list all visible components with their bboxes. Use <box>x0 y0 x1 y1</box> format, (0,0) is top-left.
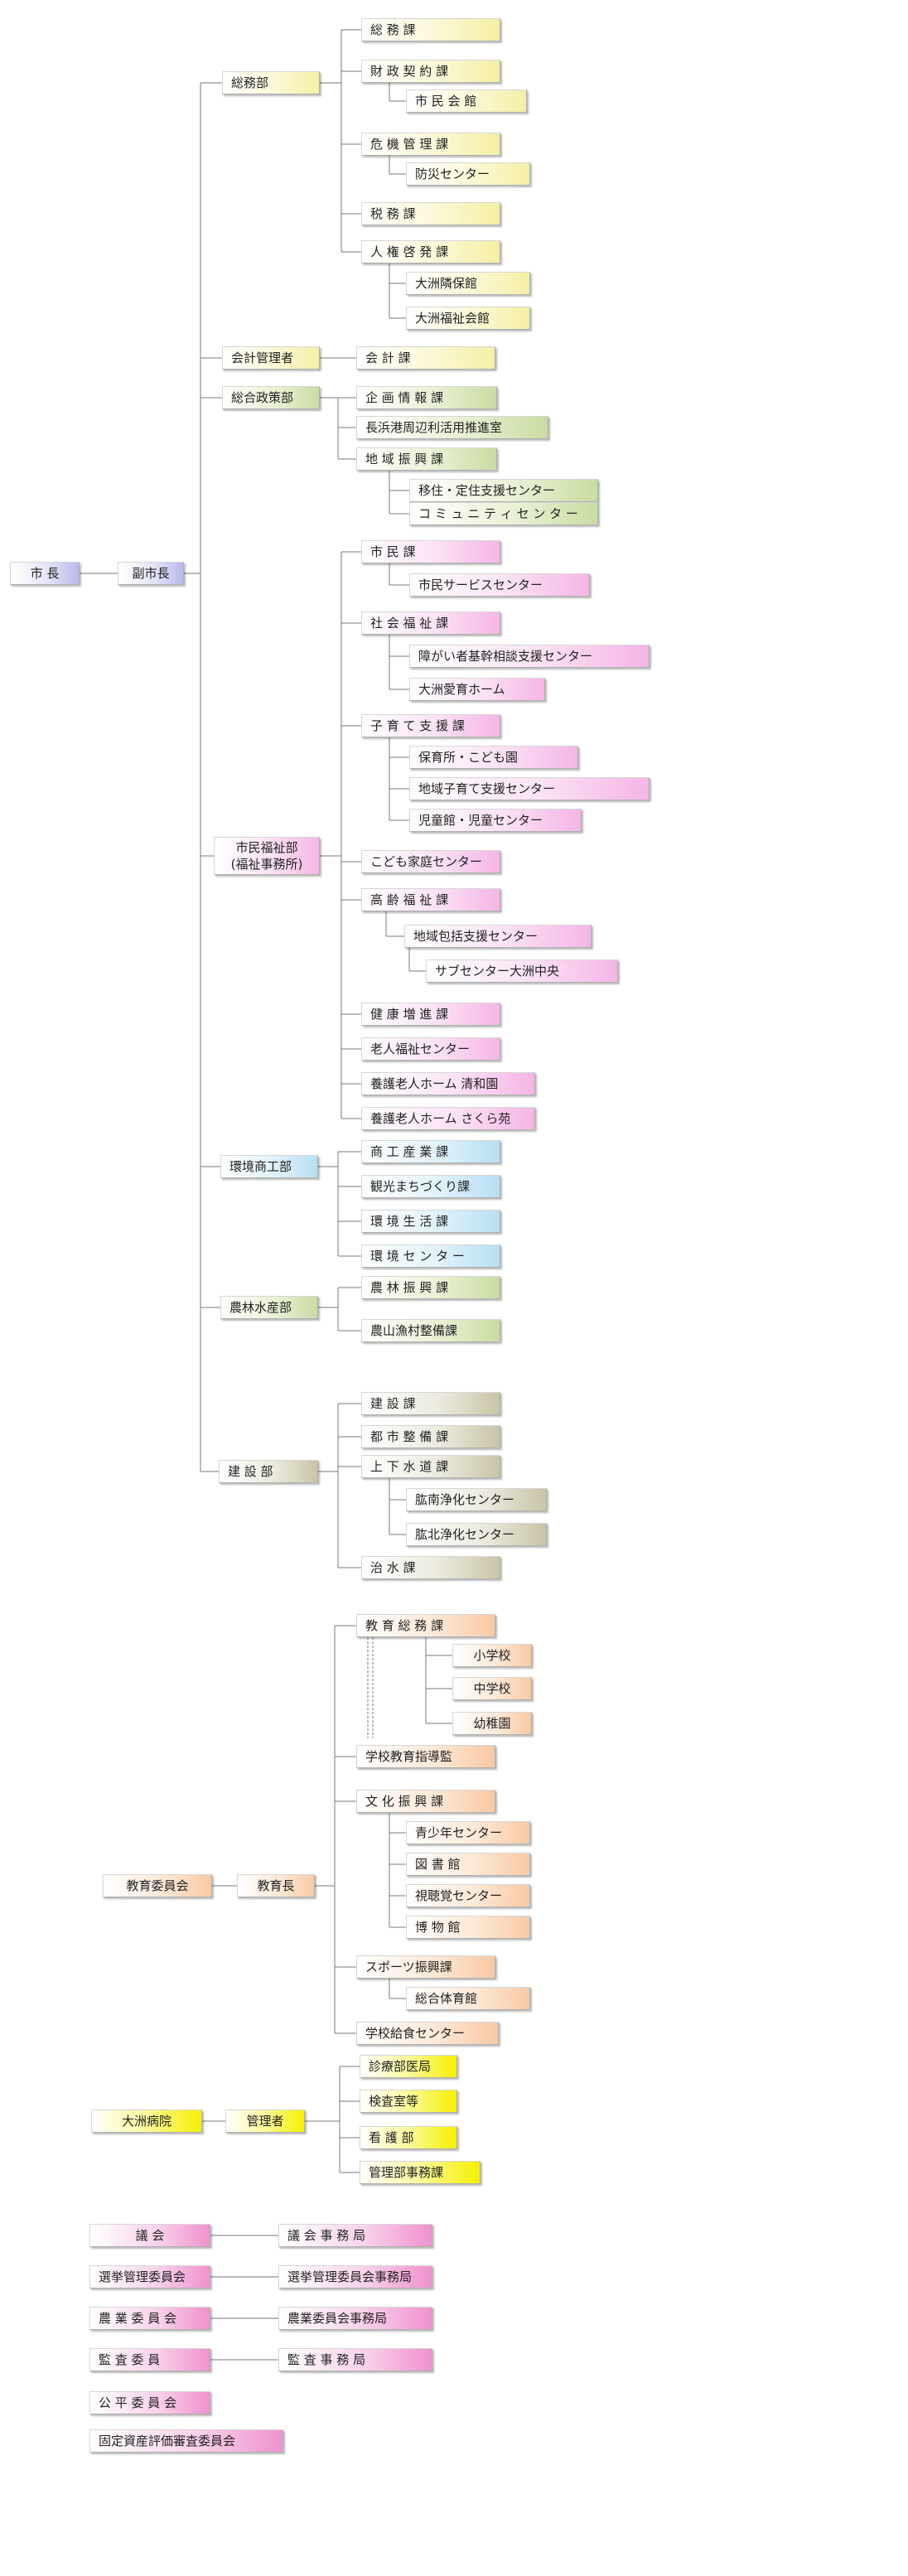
node-hijihoku-jouka: 肱北浄化センター <box>406 1523 547 1546</box>
node-vice-mayor: 副市長 <box>118 562 184 585</box>
node-jidokan: 児童館・児童センター <box>409 809 582 832</box>
node-sogo-dept: 総合政策部 <box>222 386 320 409</box>
node-yochien: 幼稚園 <box>452 1712 532 1735</box>
node-kankyo-seikatsu-ka: 環 境 生 活 課 <box>361 1210 500 1233</box>
node-zaisei-ka: 財 政 契 約 課 <box>361 60 500 83</box>
node-kikaku-ka: 企 画 情 報 課 <box>356 386 497 409</box>
node-nogyo-jimu: 農業委員会事務局 <box>278 2307 432 2330</box>
node-bosai-center: 防災センター <box>406 162 530 186</box>
node-shimin-service: 市民サービスセンター <box>409 573 590 597</box>
node-bunka-ka: 文 化 振 興 課 <box>356 1790 495 1813</box>
node-gakko-shido: 学校教育指導監 <box>356 1745 495 1768</box>
node-kyoiku-iinkai: 教育委員会 <box>103 1874 212 1897</box>
node-kyoiku-somu-ka: 教 育 総 務 課 <box>356 1614 495 1637</box>
node-shinryo: 診療部医局 <box>360 2055 457 2078</box>
node-kenko-ka: 健 康 増 進 課 <box>361 1003 500 1026</box>
node-korei-fukushi-ka: 高 齢 福 祉 課 <box>361 888 500 911</box>
node-somu-dept: 総務部 <box>222 71 320 94</box>
node-josuido-ka: 上 下 水 道 課 <box>361 1455 500 1478</box>
node-rojin-fukushi: 老人福祉センター <box>361 1037 500 1061</box>
node-kanrisha: 管理者 <box>225 2110 305 2133</box>
node-kensetsu-dept: 建 設 部 <box>219 1460 318 1483</box>
node-community-center: コ ミ ュ ニ テ ィ セ ン タ ー <box>409 502 598 525</box>
node-ozu-fukushi-kaikan: 大洲福祉会館 <box>406 307 530 330</box>
node-kohei: 公 平 委 員 会 <box>89 2391 210 2414</box>
node-mayor: 市 長 <box>10 562 80 585</box>
fukushi-dept-line-2: (福祉事務所) <box>230 857 303 872</box>
node-kanko-ka: 観光まちづくり課 <box>361 1175 500 1198</box>
node-kyushoku: 学校給食センター <box>356 2022 499 2045</box>
node-toshi-ka: 都 市 整 備 課 <box>361 1425 500 1448</box>
node-kotei-shisan: 固定資産評価審査委員会 <box>89 2429 283 2453</box>
node-ozu-aiiku: 大洲愛育ホーム <box>409 678 545 701</box>
node-chiiki-shinko-ka: 地 域 振 興 課 <box>356 447 497 471</box>
node-iju-center: 移住・定住支援センター <box>409 479 598 502</box>
node-shogakko: 小学校 <box>452 1644 532 1667</box>
node-sogo-taiikukan: 総合体育館 <box>406 1987 530 2010</box>
node-senkyo-jimu: 選挙管理委員会事務局 <box>278 2265 432 2288</box>
node-nagahama-ko: 長浜港周辺利活用推進室 <box>356 416 548 439</box>
node-nosan-ka: 農山漁村整備課 <box>361 1319 500 1342</box>
node-kodomo-katei: こども家庭センター <box>361 850 500 873</box>
node-zeimu-ka: 税 務 課 <box>361 202 500 225</box>
node-norin-dept: 農林水産部 <box>220 1296 318 1319</box>
node-shakai-fukushi-ka: 社 会 福 祉 課 <box>361 611 500 635</box>
node-kyoikucho: 教育長 <box>237 1874 315 1897</box>
node-kensa: 検査室等 <box>360 2090 457 2113</box>
node-kankyo-center: 環 境 セ ン タ ー <box>361 1245 500 1268</box>
node-hijinan-jouka: 肱南浄化センター <box>406 1488 547 1511</box>
node-kankyo-dept: 環境商工部 <box>220 1155 318 1178</box>
node-shimin-kaikan: 市 民 会 館 <box>406 89 527 113</box>
node-yogo-seiwa: 養護老人ホーム 清和園 <box>361 1072 535 1095</box>
node-nogyo: 農 業 委 員 会 <box>89 2307 210 2330</box>
node-yogo-sakura: 養護老人ホーム さくら苑 <box>361 1107 535 1130</box>
node-norin-ka: 農 林 振 興 課 <box>361 1276 500 1299</box>
node-kango: 看 護 部 <box>360 2126 457 2149</box>
node-hakubutsukan: 博 物 館 <box>406 1916 530 1939</box>
node-shoko-ka: 商 工 産 業 課 <box>361 1140 500 1163</box>
node-shogai-center: 障がい者基幹相談支援センター <box>409 645 650 668</box>
node-sports-ka: スポーツ振興課 <box>356 1955 495 1979</box>
node-shichokaku: 視聴覚センター <box>406 1884 530 1907</box>
node-toshokan: 図 書 館 <box>406 1853 530 1876</box>
node-ozu-byoin: 大洲病院 <box>91 2110 202 2133</box>
node-hoikusho: 保育所・こども園 <box>409 746 578 769</box>
fukushi-dept-line-1: 市民福祉部 <box>235 840 298 855</box>
node-seishonen: 青少年センター <box>406 1821 530 1844</box>
node-jinken-ka: 人 権 啓 発 課 <box>361 240 500 263</box>
node-chugakko: 中学校 <box>452 1677 532 1700</box>
node-senkyo: 選挙管理委員会 <box>89 2265 210 2288</box>
node-ozu-rinpo: 大洲隣保館 <box>406 272 530 295</box>
node-chiiki-kosodate: 地域子育て支援センター <box>409 777 650 800</box>
node-kansa: 監 査 委 員 <box>89 2348 210 2371</box>
node-fukushi-dept: 市民福祉部 (福祉事務所) <box>214 837 320 875</box>
node-gikai-jimu: 議 会 事 務 局 <box>278 2224 432 2247</box>
node-somu-ka: 総 務 課 <box>361 18 500 41</box>
node-kaikei-kanri: 会計管理者 <box>222 346 320 370</box>
node-chisui-ka: 治 水 課 <box>361 1556 500 1579</box>
node-kosodate-ka: 子 育 て 支 援 課 <box>361 714 500 737</box>
node-kanri-jimu: 管理部事務課 <box>360 2161 481 2184</box>
node-kensetsu-ka: 建 設 課 <box>361 1392 500 1415</box>
node-kiki-ka: 危 機 管 理 課 <box>361 133 500 156</box>
node-kansa-jimu: 監 査 事 務 局 <box>278 2348 432 2371</box>
node-kaikei-ka: 会 計 課 <box>356 346 495 370</box>
node-sub-center: サブセンター大洲中央 <box>426 959 618 983</box>
node-shimin-ka: 市 民 課 <box>361 540 500 563</box>
node-gikai: 議 会 <box>89 2224 210 2247</box>
node-chiiki-hokatsu: 地域包括支援センター <box>404 925 592 948</box>
